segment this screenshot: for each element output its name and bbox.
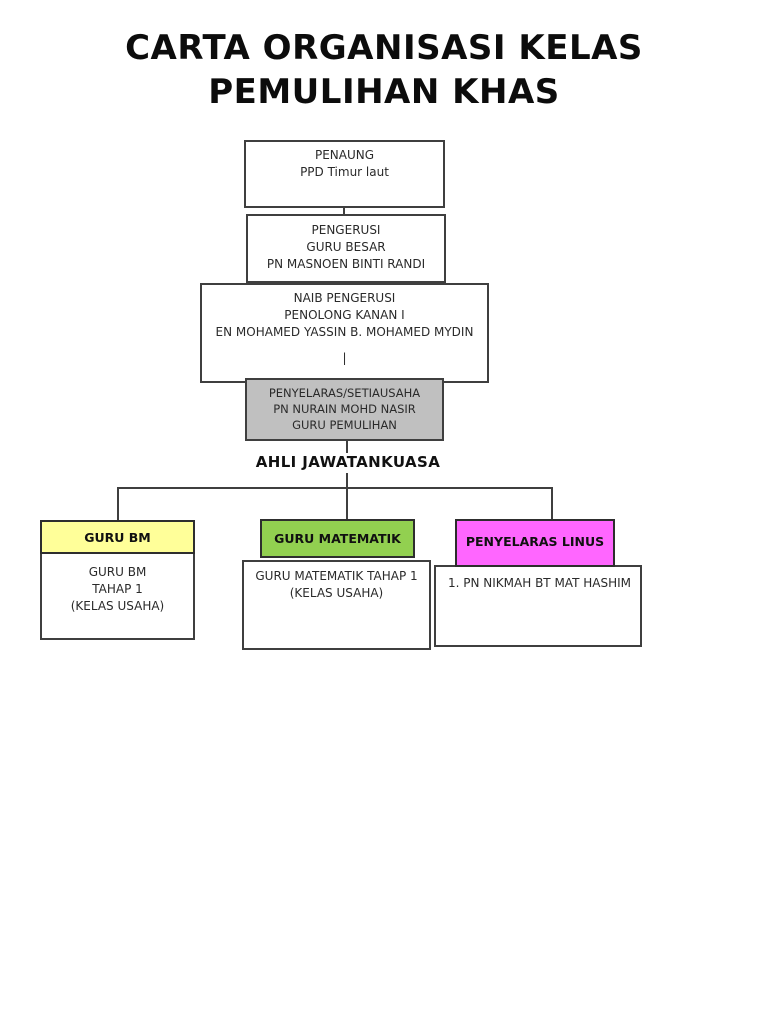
page-title: CARTA ORGANISASI KELAS PEMULIHAN KHAS bbox=[0, 26, 768, 114]
guru-matematik-line-1: GURU MATEMATIK TAHAP 1 bbox=[255, 569, 418, 583]
penaung-role: PENAUNG bbox=[314, 148, 375, 162]
org-box-naib-pengerusi: NAIB PENGERUSI PENOLONG KANAN I EN MOHAM… bbox=[200, 283, 489, 383]
committee-heading: AHLI JAWATANKUASA bbox=[255, 453, 441, 471]
column-header-guru-bm: GURU BM bbox=[40, 520, 195, 554]
connector-drop-middle bbox=[346, 487, 348, 520]
title-line-1: CARTA ORGANISASI KELAS bbox=[125, 28, 643, 68]
connector-penyelaras-heading bbox=[346, 441, 348, 453]
title-line-2: PEMULIHAN KHAS bbox=[208, 72, 560, 112]
penyelaras-name: PN NURAIN MOHD NASIR bbox=[273, 402, 416, 416]
penyelaras-role: PENYELARAS/SETIAUSAHA bbox=[268, 386, 421, 400]
naib-position: PENOLONG KANAN I bbox=[284, 308, 405, 322]
pengerusi-name: PN MASNOEN BINTI RANDI bbox=[266, 257, 426, 271]
column-header-guru-matematik: GURU MATEMATIK bbox=[260, 519, 415, 558]
column-header-penyelaras-linus-label: PENYELARAS LINUS bbox=[465, 533, 605, 549]
penyelaras-linus-line-1: 1. PN NIKMAH BT MAT HASHIM bbox=[448, 576, 631, 590]
column-header-guru-bm-label: GURU BM bbox=[84, 529, 151, 545]
guru-bm-line-2: TAHAP 1 bbox=[92, 582, 143, 596]
connector-drop-right bbox=[551, 487, 553, 520]
column-body-guru-bm: GURU BM TAHAP 1 (KELAS USAHA) bbox=[40, 552, 195, 640]
naib-role: NAIB PENGERUSI bbox=[293, 291, 396, 305]
pengerusi-role: PENGERUSI bbox=[311, 223, 381, 237]
column-body-guru-matematik: GURU MATEMATIK TAHAP 1 (KELAS USAHA) bbox=[242, 560, 431, 650]
guru-bm-line-1: GURU BM bbox=[88, 565, 147, 579]
column-header-guru-matematik-label: GURU MATEMATIK bbox=[274, 531, 401, 546]
connector-branch-horizontal bbox=[117, 487, 553, 489]
org-box-pengerusi: PENGERUSI GURU BESAR PN MASNOEN BINTI RA… bbox=[246, 214, 446, 283]
connector-drop-left bbox=[117, 487, 119, 520]
penaung-unit: PPD Timur laut bbox=[300, 165, 389, 179]
org-box-penyelaras-setiausaha: PENYELARAS/SETIAUSAHA PN NURAIN MOHD NAS… bbox=[245, 378, 444, 441]
guru-bm-line-3: (KELAS USAHA) bbox=[70, 599, 165, 613]
column-body-penyelaras-linus: 1. PN NIKMAH BT MAT HASHIM bbox=[434, 565, 642, 647]
column-header-penyelaras-linus: PENYELARAS LINUS bbox=[455, 519, 615, 567]
naib-name: EN MOHAMED YASSIN B. MOHAMED MYDIN bbox=[215, 325, 474, 339]
connector-penaung-pengerusi bbox=[343, 208, 345, 215]
org-box-penaung: PENAUNG PPD Timur laut bbox=[244, 140, 445, 208]
pengerusi-position: GURU BESAR bbox=[306, 240, 386, 254]
guru-matematik-line-2: (KELAS USAHA) bbox=[289, 586, 384, 600]
connector-heading-branch bbox=[346, 473, 348, 488]
penyelaras-position: GURU PEMULIHAN bbox=[292, 418, 397, 432]
naib-divider-glyph: | bbox=[342, 351, 347, 365]
